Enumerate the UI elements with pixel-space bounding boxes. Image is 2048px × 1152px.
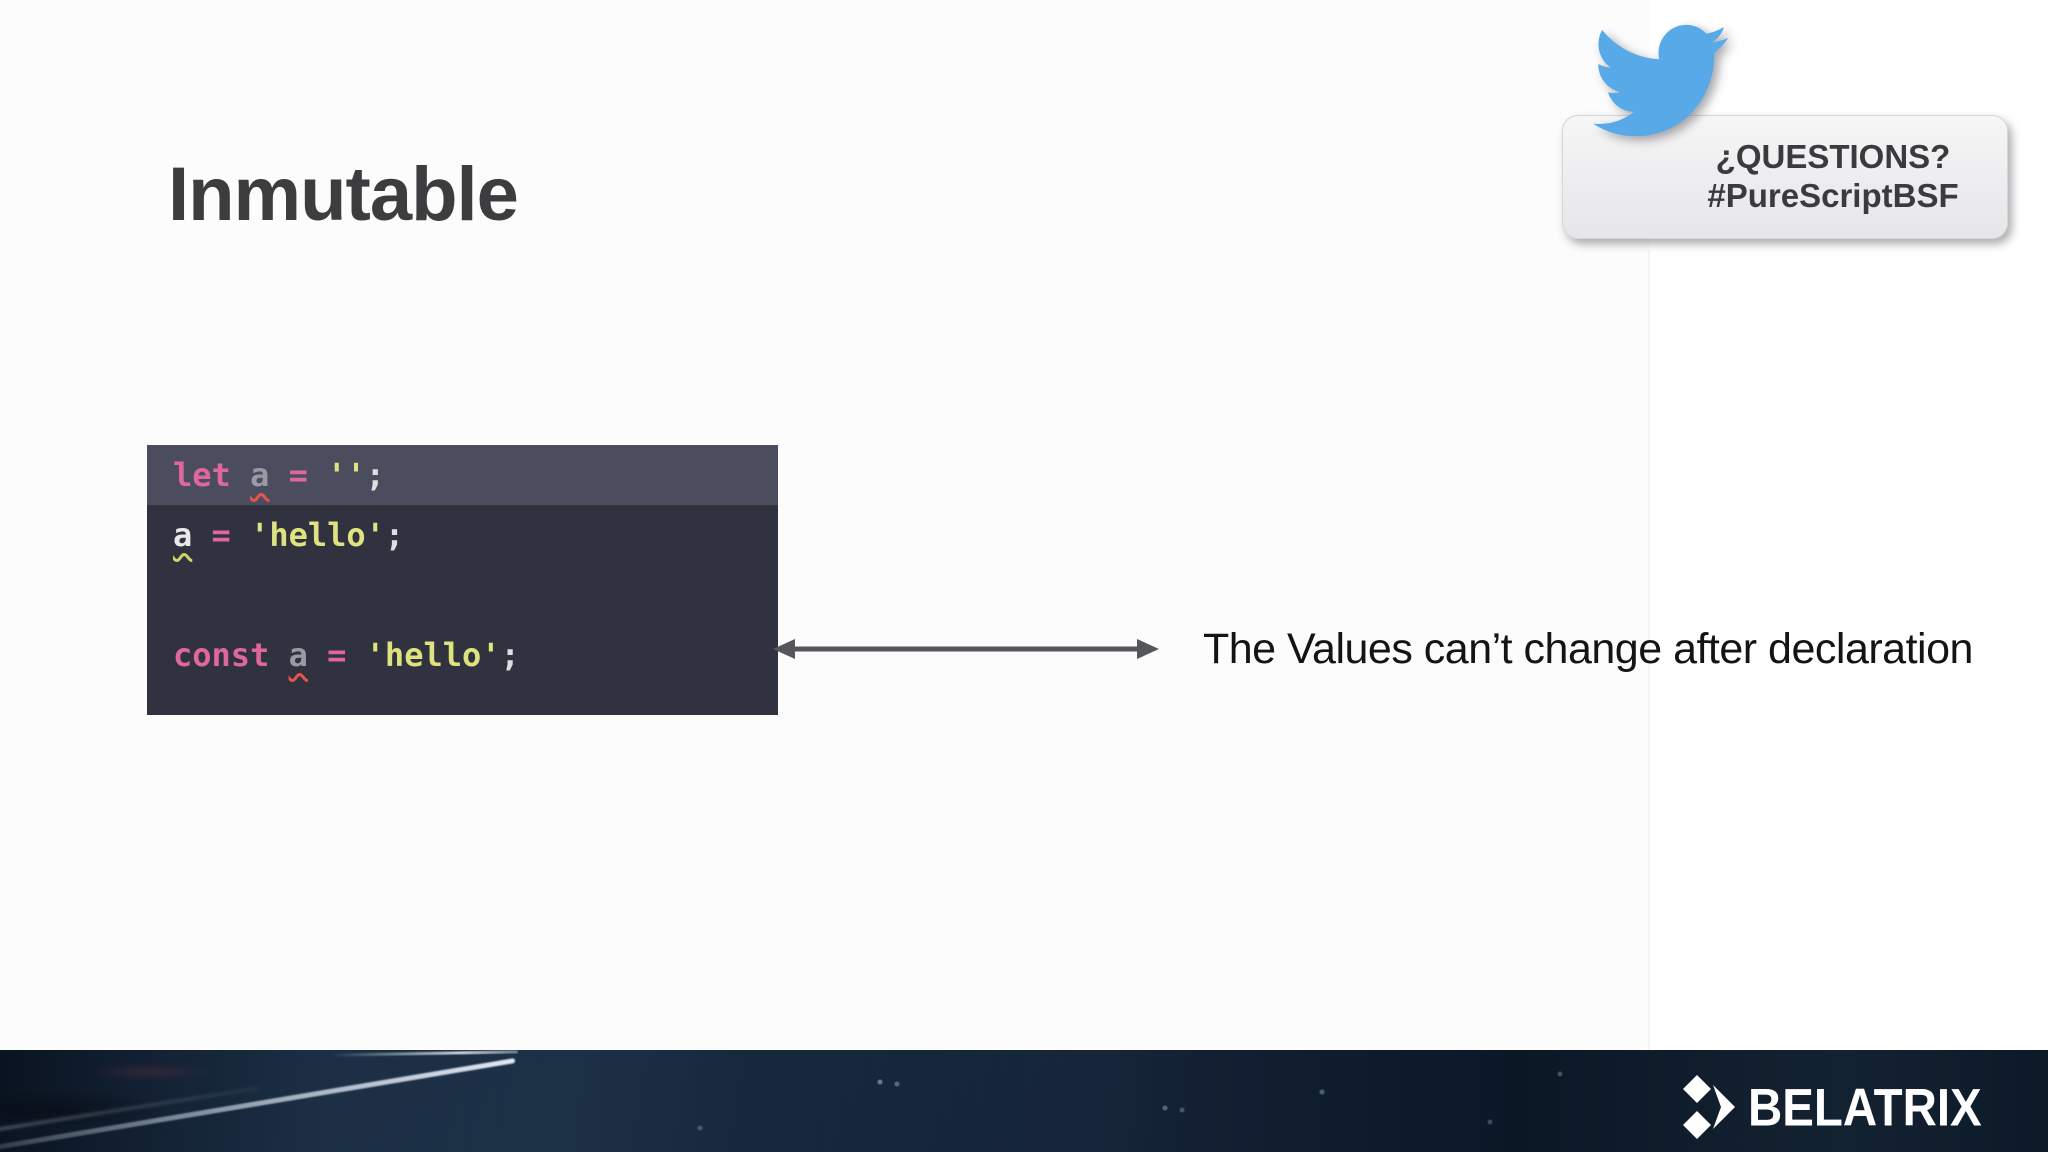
page-title: Inmutable — [168, 151, 519, 237]
code-token-plain: ; — [500, 636, 520, 674]
code-token-keyword: let — [173, 456, 251, 494]
code-token-string: 'hello' — [250, 516, 385, 554]
code-token-variable: a — [250, 456, 270, 494]
code-token-keyword: = — [327, 636, 366, 674]
twitter-icon-path — [1593, 24, 1728, 137]
code-token-keyword: = — [211, 516, 251, 554]
code-line — [147, 565, 778, 625]
code-token-keyword: const — [173, 636, 289, 674]
hashtag-label: #PureScriptBSF — [1707, 177, 1959, 214]
code-token-keyword: = — [288, 456, 328, 494]
code-lines: let a = '';a = 'hello'; const a = 'hello… — [147, 445, 778, 685]
code-token-plain — [269, 456, 288, 494]
questions-label: ¿QUESTIONS? — [1715, 138, 1951, 176]
code-token-plain: ; — [365, 456, 385, 494]
footer-streak — [0, 1058, 516, 1152]
code-token-variable: a — [288, 636, 308, 674]
footer-streak-top — [329, 1050, 519, 1057]
belatrix-wordmark: BELATRIX — [1748, 1077, 1982, 1137]
code-token-plain — [173, 576, 192, 614]
double-arrow-shapes — [773, 639, 1159, 659]
twitter-icon — [1593, 24, 1728, 137]
code-token-string: '' — [327, 456, 366, 494]
code-token-variable_light: a — [173, 516, 193, 554]
code-token-string: 'hello' — [365, 636, 501, 674]
code-line: a = 'hello'; — [147, 505, 778, 565]
questions-badge: ¿QUESTIONS? #PureScriptBSF — [1562, 115, 2008, 239]
annotation-text: The Values can’t change after declaratio… — [1203, 624, 1973, 673]
belatrix-logo: BELATRIX — [1682, 1074, 1999, 1140]
belatrix-mark-shapes — [1683, 1075, 1735, 1139]
code-line: const a = 'hello'; — [147, 625, 778, 685]
code-token-plain — [308, 636, 327, 674]
code-token-plain: ; — [384, 516, 405, 554]
code-line: let a = ''; — [147, 445, 778, 505]
double-arrow-icon — [773, 639, 1159, 659]
code-token-plain — [192, 516, 211, 554]
code-editor: let a = '';a = 'hello'; const a = 'hello… — [147, 445, 778, 715]
belatrix-mark-icon — [1683, 1075, 1735, 1139]
